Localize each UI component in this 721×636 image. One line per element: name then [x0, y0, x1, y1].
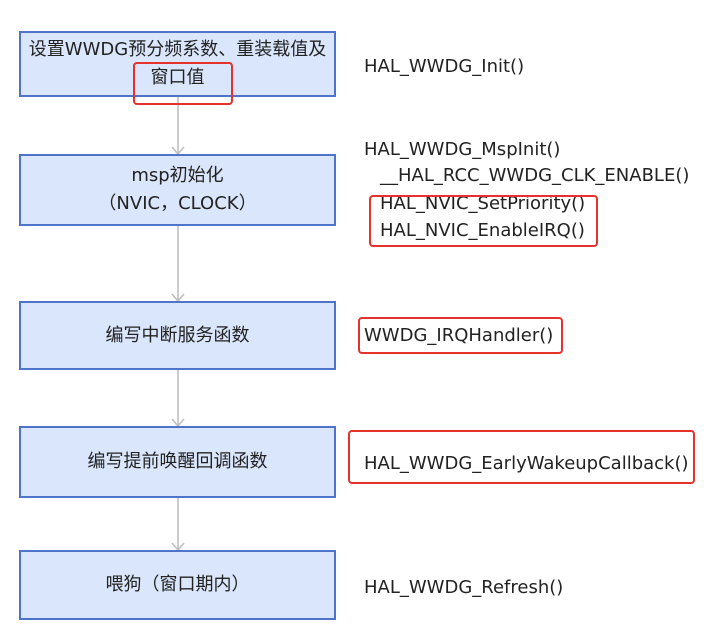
step-box-4: 编写提前唤醒回调函数 [19, 426, 336, 498]
api-early-wakeup-callback: HAL_WWDG_EarlyWakeupCallback() [364, 453, 689, 474]
step-2-line-2: （NVIC，CLOCK） [98, 193, 257, 214]
step-3-label: 编写中断服务函数 [105, 324, 250, 346]
api-nvic-enable-irq: HAL_NVIC_EnableIRQ() [380, 220, 585, 241]
highlight-nvic-calls [369, 195, 598, 247]
step-box-3: 编写中断服务函数 [19, 301, 336, 370]
highlight-irq-handler [358, 317, 563, 354]
step-4-label: 编写提前唤醒回调函数 [87, 451, 268, 472]
step-box-1: 设置WWDG预分频系数、重装载值及 窗口值 [19, 31, 336, 97]
highlight-window-value [133, 62, 233, 105]
step-2-line-1: msp初始化 [131, 165, 224, 186]
highlight-early-wakeup [348, 430, 695, 484]
api-wwdg-irq-handler: WWDG_IRQHandler() [364, 325, 554, 346]
step-5-label: 喂狗（窗口期内） [105, 574, 250, 595]
step-1-line-1: 设置WWDG预分频系数、重装载值及 [28, 39, 327, 60]
step-box-5: 喂狗（窗口期内） [19, 550, 336, 620]
step-1-line-2: 窗口值 [150, 67, 205, 88]
api-nvic-set-priority: HAL_NVIC_SetPriority() [380, 193, 586, 214]
api-wwdg-msp-init: HAL_WWDG_MspInit() [364, 139, 561, 160]
api-rcc-clk-enable: __HAL_RCC_WWDG_CLK_ENABLE() [380, 165, 690, 186]
step-box-2: msp初始化 （NVIC，CLOCK） [19, 154, 336, 226]
api-wwdg-init: HAL_WWDG_Init() [364, 56, 525, 77]
api-wwdg-refresh: HAL_WWDG_Refresh() [364, 577, 564, 598]
